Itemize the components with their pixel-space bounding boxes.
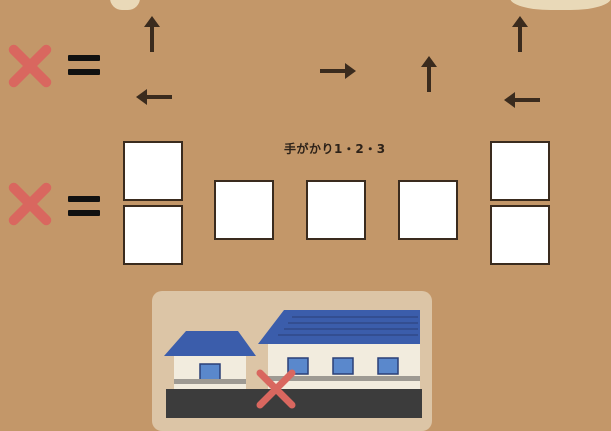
top-decoration-left	[110, 0, 140, 10]
answer-box-1-bottom[interactable]	[123, 205, 183, 265]
equals-sign-icon	[68, 51, 100, 79]
answer-box-5-top[interactable]	[490, 141, 550, 201]
cross-mark-icon	[4, 178, 56, 230]
answer-box-2[interactable]	[214, 180, 274, 240]
arrow-right-icon	[318, 62, 358, 80]
arrow-left-icon	[134, 88, 174, 106]
answer-box-4[interactable]	[398, 180, 458, 240]
arrow-up-icon	[511, 14, 529, 54]
arrow-left-icon	[502, 91, 542, 109]
houses-illustration	[164, 310, 422, 418]
arrow-up-icon	[143, 14, 161, 54]
answer-box-3[interactable]	[306, 180, 366, 240]
cross-mark-icon	[4, 40, 56, 92]
equals-sign-icon	[68, 192, 100, 220]
answer-box-5-bottom[interactable]	[490, 205, 550, 265]
hint-label: 手がかり1・2・3	[284, 142, 386, 156]
arrow-up-icon	[420, 54, 438, 94]
house-illustration-panel	[152, 291, 432, 431]
top-decoration-right	[510, 0, 611, 10]
answer-box-1-top[interactable]	[123, 141, 183, 201]
